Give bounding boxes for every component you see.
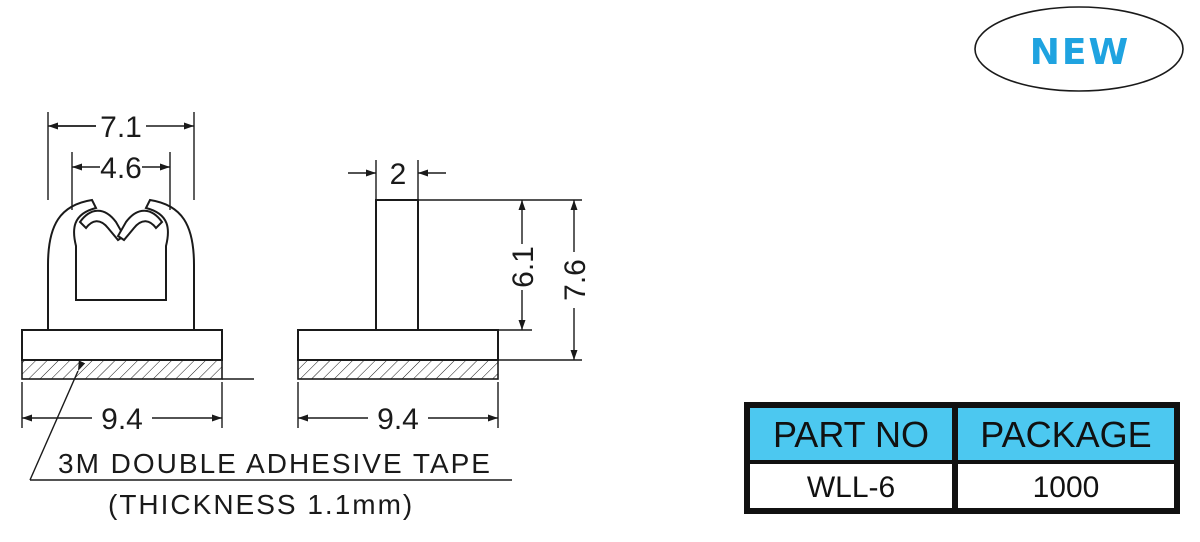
table-cell-package <box>958 464 1174 508</box>
clip-body <box>47 198 195 331</box>
table-header-package-label: PACKAGE <box>980 414 1151 455</box>
dim-post-height: 6.1 <box>507 246 540 288</box>
dim-top-width: 7.1 <box>100 111 142 144</box>
tape-note-line2: (THICKNESS 1.1mm) <box>108 489 414 520</box>
dim-post-width: 2 <box>390 158 407 191</box>
new-badge-label: NEW <box>1030 32 1130 73</box>
part-table: PART NO PACKAGE WLL-6 1000 <box>744 402 1180 514</box>
table-header-part-no <box>750 408 952 460</box>
post <box>375 199 419 331</box>
table-header-package <box>958 408 1174 460</box>
side-view: 2 6.1 7.6 9.4 <box>297 158 592 436</box>
new-badge: NEW <box>974 6 1184 92</box>
dim-slot-width: 4.6 <box>100 152 142 185</box>
clip-flap-left <box>78 209 126 242</box>
table-cell-part-no-value: WLL-6 <box>807 471 895 504</box>
table-cell-part-no <box>750 464 952 508</box>
dim-total-height: 7.6 <box>559 259 592 301</box>
tape-note-line1: 3M DOUBLE ADHESIVE TAPE <box>58 448 492 479</box>
base-right <box>297 329 499 361</box>
tape-left <box>21 359 223 380</box>
dim-base-width-left: 9.4 <box>101 403 143 436</box>
clip-flap-right <box>116 209 164 242</box>
tape-right <box>297 359 499 380</box>
base-left <box>21 329 223 361</box>
table-cell-package-value: 1000 <box>1033 471 1100 504</box>
table-header-part-no-label: PART NO <box>773 414 929 455</box>
front-view: 7.1 4.6 9.4 <box>21 111 512 481</box>
dim-base-width-right: 9.4 <box>377 403 419 436</box>
